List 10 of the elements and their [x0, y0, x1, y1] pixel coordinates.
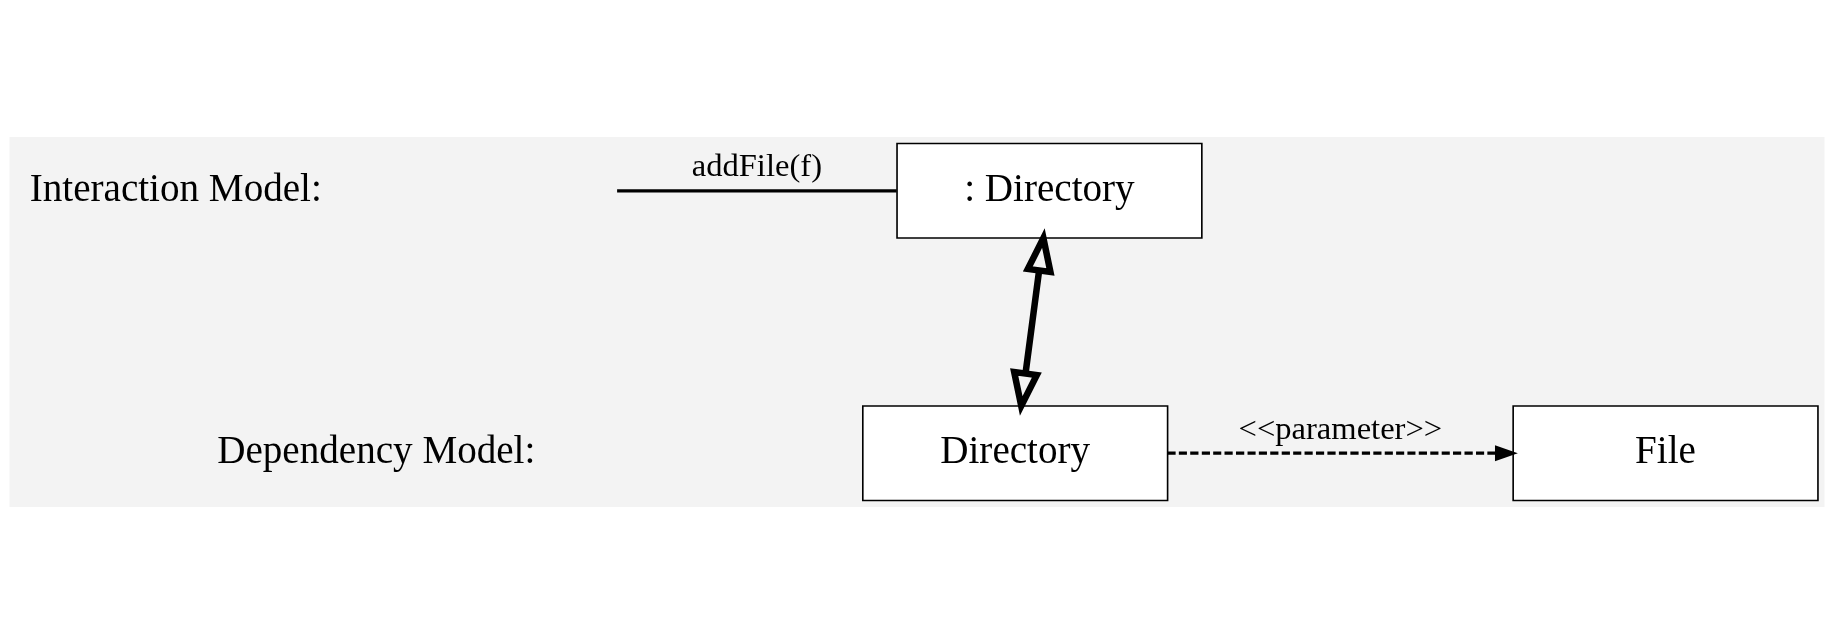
node-box: Directory	[862, 404, 1169, 501]
label: Interaction Model:	[29, 165, 322, 209]
connector	[617, 188, 897, 192]
node-box: : Directory	[896, 142, 1203, 239]
node-box: File	[1512, 404, 1819, 501]
edge-label: <<parameter>>	[1238, 409, 1443, 446]
label: Dependency Model:	[217, 427, 536, 471]
arrow	[1010, 227, 1055, 416]
edge-label: addFile(f)	[691, 146, 822, 183]
arrow	[1167, 444, 1518, 461]
